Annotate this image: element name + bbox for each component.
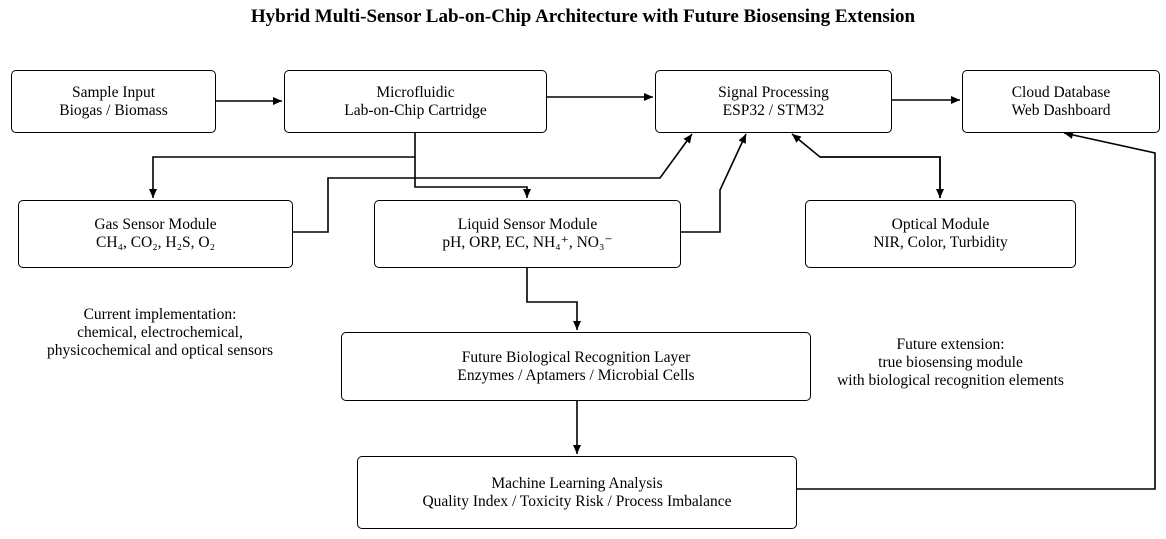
note-current-line2: chemical, electrochemical, (77, 324, 243, 341)
arrow-to-optical (820, 156, 944, 198)
node-sample-input: Sample Input Biogas / Biomass (11, 70, 216, 133)
arrow-microfluidic-to-gas (149, 133, 416, 198)
arrow-liquid-to-bio (526, 268, 581, 330)
node-microfluidic-line1: Microfluidic (376, 83, 455, 101)
node-signal-processing-line1: Signal Processing (718, 83, 829, 101)
note-current-line1: Current implementation: (83, 306, 237, 323)
node-ml-analysis-line2: Quality Index / Toxicity Risk / Process … (422, 492, 732, 510)
note-future-line2: true biosensing module (878, 354, 1023, 371)
arrow-microfluidic-to-liquid (414, 157, 531, 198)
node-gas-sensor: Gas Sensor Module CH₄, CO₂, H₂S, O₂ (18, 200, 293, 268)
node-optical-line1: Optical Module (891, 216, 990, 233)
arrow-optical-to-signal (791, 133, 941, 198)
node-bio-layer: Future Biological Recognition Layer Enzy… (341, 332, 811, 401)
node-ml-analysis-line1: Machine Learning Analysis (491, 474, 663, 492)
node-ml-analysis: Machine Learning Analysis Quality Index … (357, 456, 797, 529)
node-cloud-line2: Web Dashboard (1011, 101, 1111, 119)
node-optical: Optical Module NIR, Color, Turbidity (805, 200, 1076, 268)
node-gas-sensor-line1: Gas Sensor Module (94, 216, 217, 233)
note-future-line1: Future extension: (896, 336, 1005, 353)
node-bio-layer-line2: Enzymes / Aptamers / Microbial Cells (457, 366, 695, 384)
node-bio-layer-line1: Future Biological Recognition Layer (461, 348, 691, 366)
node-cloud: Cloud Database Web Dashboard (962, 70, 1160, 133)
node-sample-input-line1: Sample Input (71, 83, 156, 101)
arrow-liquid-to-signal (681, 133, 747, 233)
note-current-line3: physicochemical and optical sensors (47, 342, 273, 359)
node-liquid-sensor-line2: pH, ORP, EC, NH₄⁺, NO₃⁻ (442, 234, 613, 251)
note-current-implementation: Current implementation: chemical, electr… (20, 306, 300, 360)
note-future-line3: with biological recognition elements (837, 372, 1064, 389)
node-cloud-line1: Cloud Database (1011, 83, 1111, 101)
node-optical-line2: NIR, Color, Turbidity (873, 234, 1008, 251)
node-gas-sensor-line2: CH₄, CO₂, H₂S, O₂ (96, 234, 215, 251)
node-microfluidic: Microfluidic Lab-on-Chip Cartridge (284, 70, 547, 133)
arrow-gas-to-signal (293, 133, 693, 233)
node-liquid-sensor: Liquid Sensor Module pH, ORP, EC, NH₄⁺, … (374, 200, 681, 268)
node-sample-input-line2: Biogas / Biomass (59, 101, 168, 119)
node-signal-processing-line2: ESP32 / STM32 (722, 101, 825, 119)
note-future-extension: Future extension: true biosensing module… (808, 336, 1093, 390)
node-liquid-sensor-line1: Liquid Sensor Module (457, 216, 598, 233)
node-signal-processing: Signal Processing ESP32 / STM32 (655, 70, 892, 133)
diagram-title: Hybrid Multi-Sensor Lab-on-Chip Architec… (250, 6, 916, 27)
arrow-ml-to-cloud (797, 131, 1156, 490)
node-microfluidic-line2: Lab-on-Chip Cartridge (344, 101, 487, 119)
